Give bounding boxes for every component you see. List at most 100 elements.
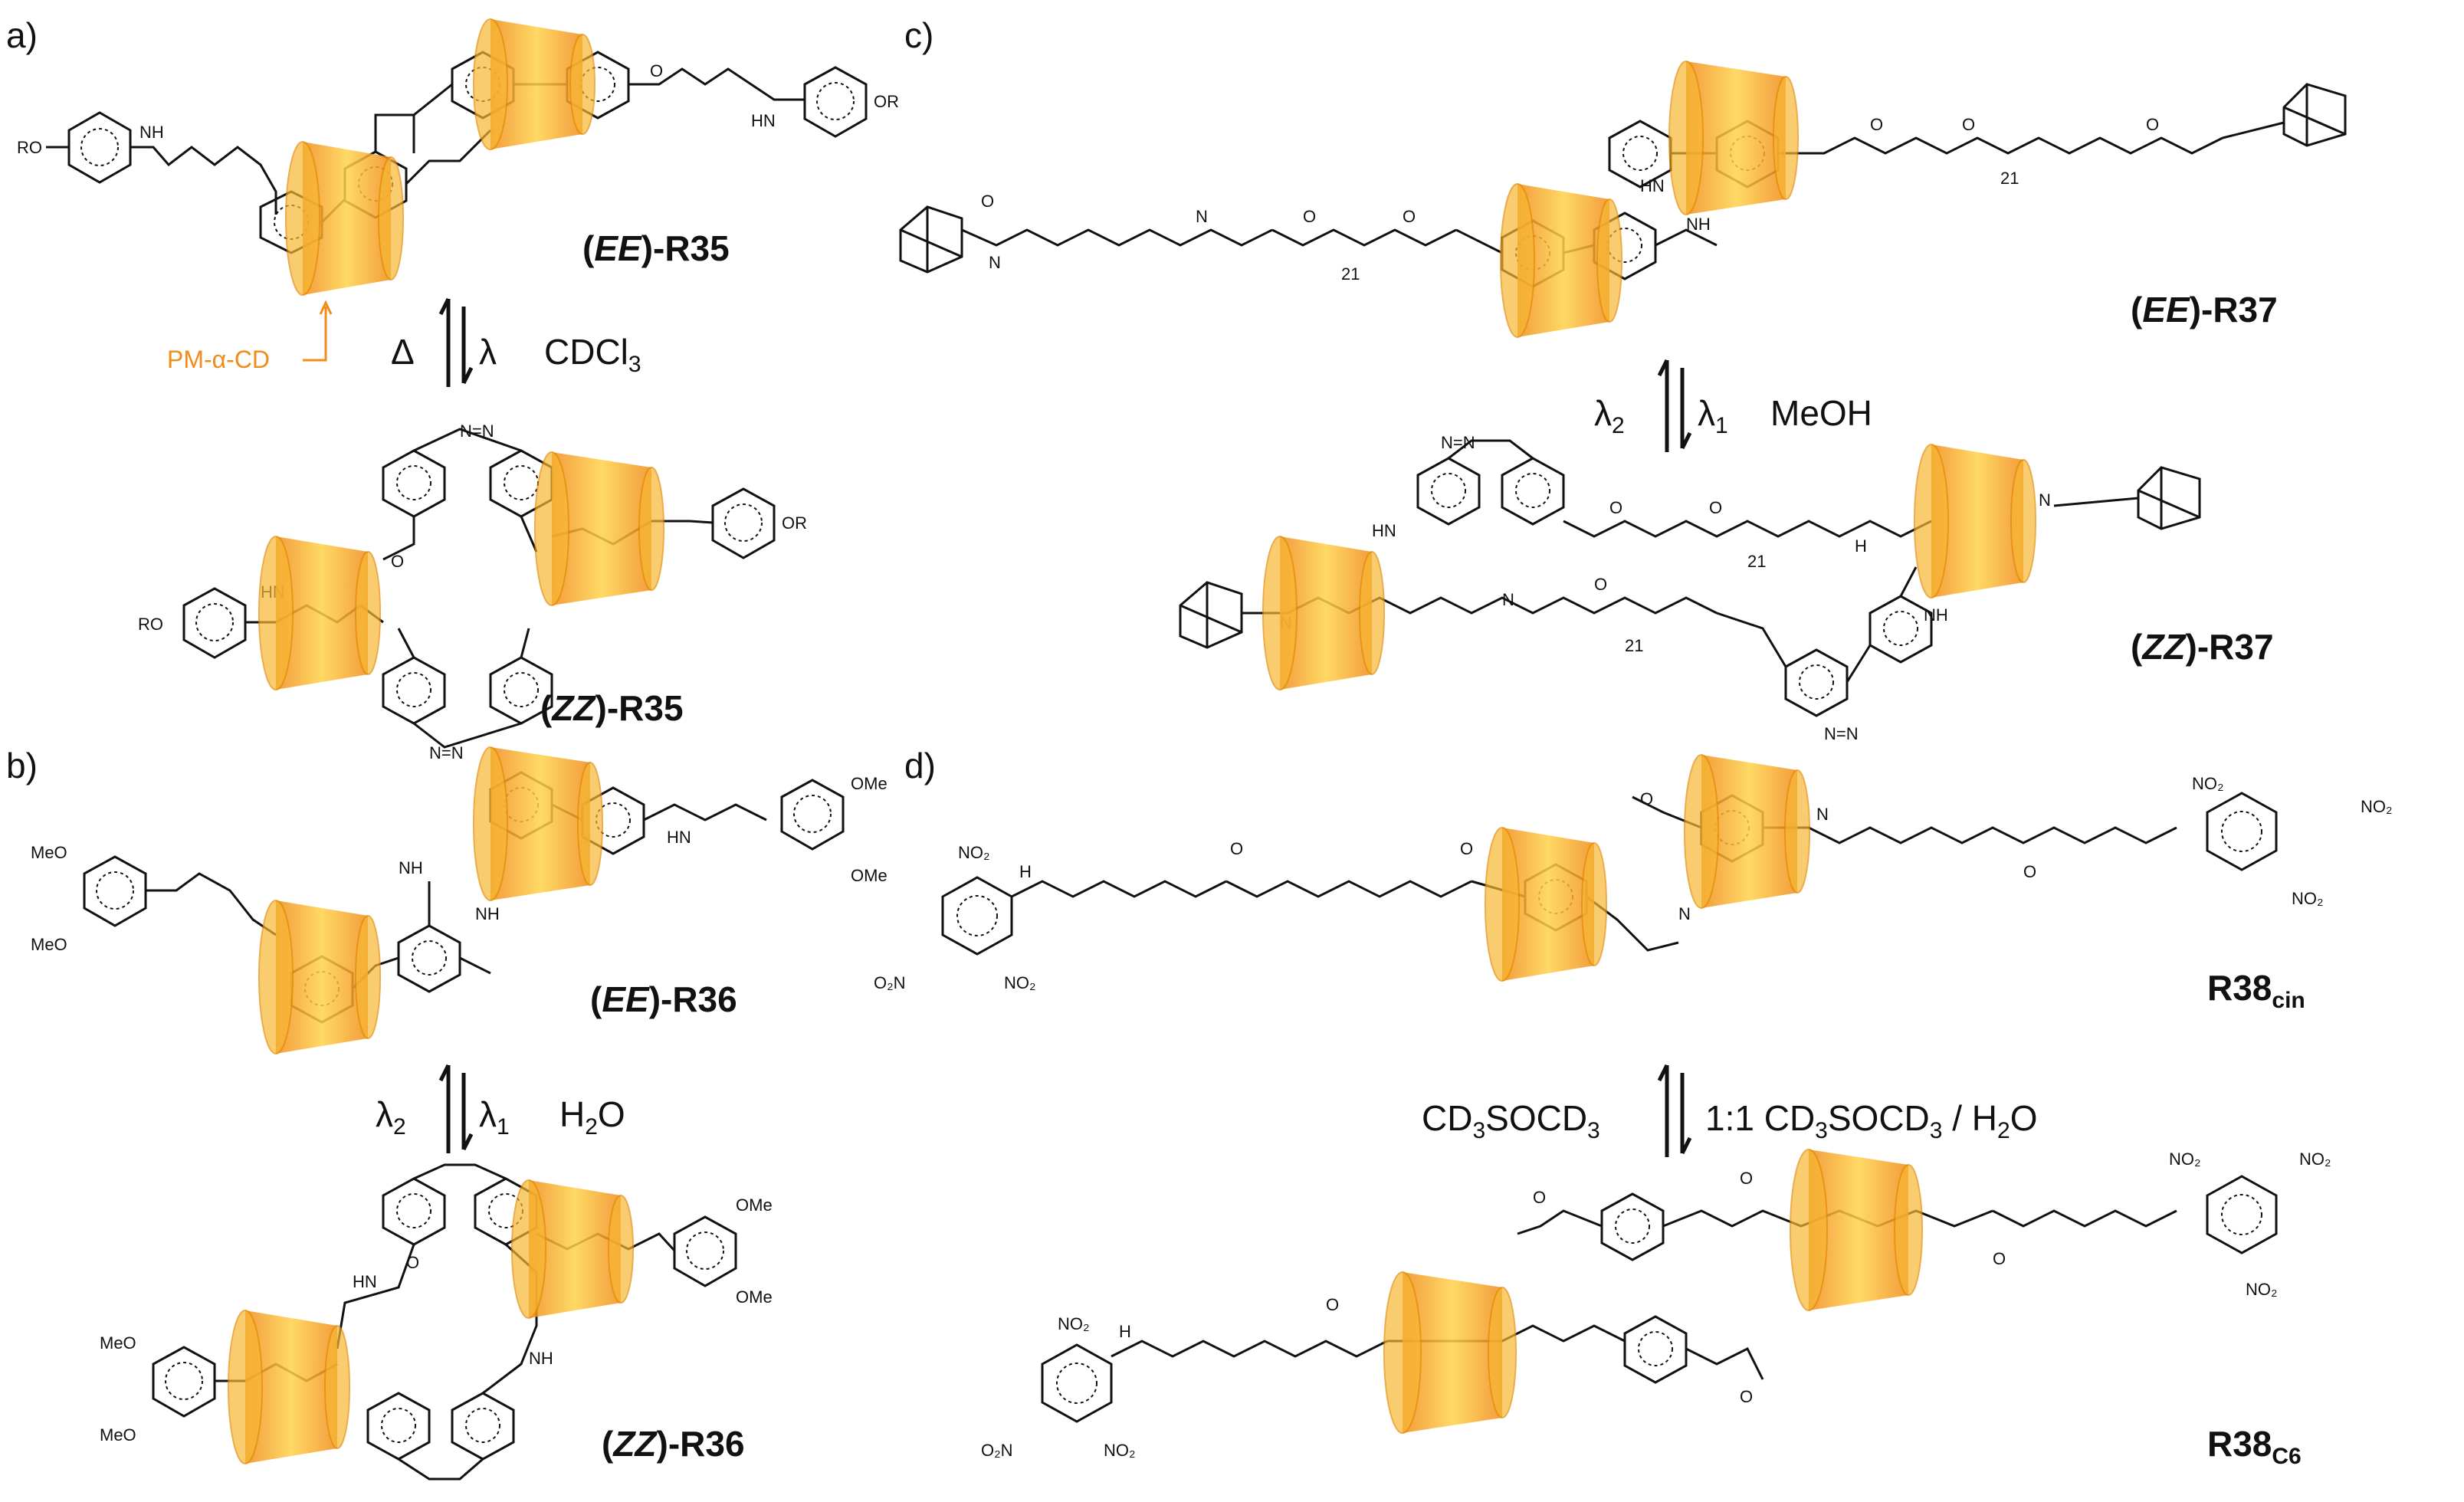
svg-text:O: O (1962, 115, 1975, 134)
svg-text:NH: NH (475, 904, 500, 923)
svg-text:NO₂: NO₂ (2361, 797, 2393, 816)
panel-c-zz-r37-structure: N=N HN O O 21 H N N N O 21 N=N NH (1179, 433, 2201, 743)
cyclodextrin-ring (473, 746, 603, 901)
svg-text:N: N (1678, 904, 1691, 923)
svg-text:N=N: N=N (1824, 724, 1859, 743)
svg-text:N: N (1196, 207, 1208, 226)
svg-text:O: O (1460, 839, 1473, 858)
svg-text:HN: HN (1640, 176, 1665, 195)
condition-left: Δ (391, 332, 415, 372)
callout-arrow (303, 307, 327, 362)
svg-text:O: O (650, 61, 663, 80)
condition-right: λ (479, 332, 497, 372)
svg-text:NH: NH (1924, 605, 1948, 625)
svg-text:HN: HN (667, 828, 691, 847)
compound-label: (EE)-R35 (582, 228, 730, 268)
compound-label: (EE)-R37 (2131, 290, 2278, 330)
equilibrium-arrows-a (438, 297, 474, 387)
solvent-label: H2O (559, 1094, 625, 1140)
compound-label: R38C6 (2207, 1424, 2302, 1469)
svg-text:O: O (1594, 575, 1607, 594)
svg-text:N: N (1816, 805, 1829, 824)
svg-text:NO₂: NO₂ (2192, 774, 2224, 793)
svg-text:H: H (1855, 536, 1867, 556)
svg-text:O: O (1609, 498, 1622, 517)
compound-label: R38cin (2207, 968, 2305, 1013)
cyclodextrin-ring (258, 536, 381, 690)
svg-text:21: 21 (1341, 264, 1360, 284)
panel-c-ee-r37-structure: O N N O 21 O NH HN O O 21 O (899, 61, 2347, 338)
svg-text:OMe: OMe (736, 1287, 773, 1307)
panel-label-c: c) (904, 15, 933, 55)
svg-text:H: H (1119, 1322, 1131, 1341)
panel-b-ee-r36-structure: MeO MeO HN OMe OMe NH NH (31, 746, 887, 1054)
compound-label: (ZZ)-R36 (602, 1424, 745, 1464)
condition-right: λ1 (479, 1094, 510, 1140)
panel-label-d: d) (904, 746, 936, 785)
svg-text:NO₂: NO₂ (1004, 973, 1036, 992)
svg-text:NH: NH (1686, 215, 1711, 234)
svg-text:N: N (989, 253, 1001, 272)
cyclodextrin-ring (1668, 61, 1799, 215)
svg-text:O: O (2023, 862, 2036, 881)
svg-text:NH: NH (529, 1349, 553, 1368)
svg-text:O: O (1533, 1188, 1546, 1207)
svg-text:N: N (1502, 590, 1514, 609)
svg-text:N: N (2039, 490, 2051, 510)
svg-text:O: O (1740, 1387, 1753, 1406)
svg-text:NO₂: NO₂ (2246, 1280, 2278, 1299)
svg-text:O₂N: O₂N (981, 1441, 1013, 1460)
condition-right: 1:1 CD3SOCD3 / H2O (1705, 1098, 2037, 1143)
svg-text:O: O (1303, 207, 1316, 226)
svg-text:O: O (1870, 115, 1883, 134)
svg-text:21: 21 (2000, 169, 2019, 188)
cyclodextrin-ring (285, 141, 404, 296)
svg-text:O: O (981, 192, 994, 211)
condition-left: CD3SOCD3 (1422, 1098, 1600, 1143)
compound-label: (ZZ)-R35 (540, 688, 684, 728)
svg-text:O: O (1993, 1249, 2006, 1268)
svg-text:OMe: OMe (736, 1195, 773, 1215)
svg-text:HN: HN (353, 1272, 377, 1291)
condition-left: λ2 (376, 1094, 406, 1140)
svg-text:NO₂: NO₂ (2292, 889, 2324, 908)
svg-text:O: O (1740, 1169, 1753, 1188)
svg-text:21: 21 (1625, 636, 1643, 655)
cyclodextrin-ring (473, 18, 595, 150)
cyclodextrin-ring (511, 1179, 634, 1319)
svg-text:O: O (1326, 1295, 1339, 1314)
condition-right: λ1 (1698, 393, 1728, 438)
cyclodextrin-ring (1485, 827, 1607, 982)
solvent-label: MeOH (1770, 393, 1872, 433)
condition-left: λ2 (1594, 393, 1625, 438)
svg-text:NO₂: NO₂ (2169, 1149, 2201, 1169)
svg-text:NO₂: NO₂ (1104, 1441, 1136, 1460)
svg-text:O: O (1640, 789, 1653, 808)
svg-text:O₂N: O₂N (874, 973, 906, 992)
panel-a-ee-r35-structure: RO NH O HN OR (17, 18, 899, 296)
svg-text:O: O (1709, 498, 1722, 517)
pm-alpha-cd-callout: PM-α-CD (167, 346, 270, 373)
equilibrium-arrows-d (1657, 1064, 1692, 1157)
svg-text:RO: RO (138, 615, 163, 634)
solvent-label: CDCl3 (544, 332, 641, 377)
cyclodextrin-ring (1262, 536, 1385, 690)
compound-label: (EE)-R36 (590, 979, 737, 1019)
cyclodextrin-ring (258, 900, 381, 1054)
svg-text:NO₂: NO₂ (958, 843, 990, 862)
cyclodextrin-ring (228, 1310, 350, 1464)
svg-text:HN: HN (751, 111, 776, 130)
svg-text:MeO: MeO (31, 935, 67, 954)
svg-text:MeO: MeO (31, 843, 67, 862)
compound-label: (ZZ)-R37 (2131, 627, 2274, 667)
svg-text:OMe: OMe (851, 774, 887, 793)
svg-text:OR: OR (782, 513, 807, 533)
panel-d-r38cin-structure: NO₂ NO₂ O₂N H O O N O N O NO₂ NO₂ NO₂ (874, 754, 2393, 992)
svg-text:O: O (1230, 839, 1243, 858)
svg-text:OMe: OMe (851, 866, 887, 885)
cyclodextrin-ring (1500, 183, 1622, 338)
panel-label-b: b) (6, 746, 38, 785)
svg-text:NH: NH (399, 858, 423, 877)
svg-text:NO₂: NO₂ (1058, 1314, 1090, 1333)
